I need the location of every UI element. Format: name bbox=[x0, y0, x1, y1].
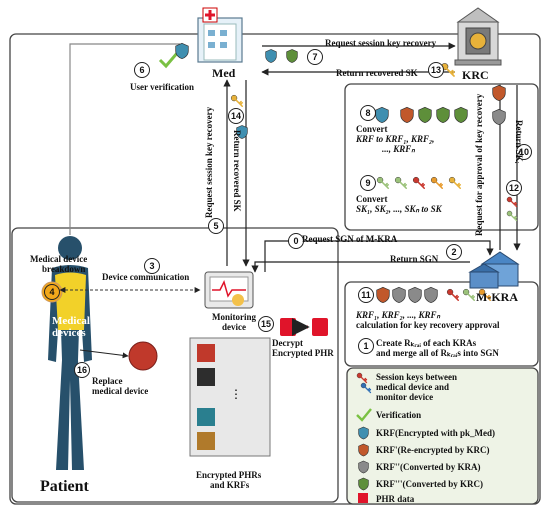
legend-phr: PHR data bbox=[376, 494, 415, 504]
return-sk-vert-label: Return recovered SK bbox=[232, 130, 242, 212]
legend-krf: KRF(Encrypted with pk_Med) bbox=[376, 428, 495, 438]
encrypted-phrs-label-2: and KRFs bbox=[210, 480, 250, 490]
step-14: 14 bbox=[228, 108, 244, 124]
monitoring-title: Monitoring device bbox=[212, 312, 256, 332]
create-label-1: Create Rₖᵣₐᵢ of each KRAs bbox=[376, 338, 477, 348]
breakdown-label-1: Medical device bbox=[30, 254, 88, 264]
shield-green-icon bbox=[286, 49, 298, 63]
convert-krf-label-1: Convert bbox=[356, 124, 388, 134]
medical-devices-label-2: devices bbox=[52, 327, 86, 339]
breakdown-label-2: breakdown bbox=[42, 264, 86, 274]
return-sk-label: Return recovered SK bbox=[336, 68, 418, 78]
check-icon bbox=[158, 51, 180, 69]
legend-krf-double-prime: KRF''(Converted by KRA) bbox=[376, 462, 481, 472]
krf-calc-icons bbox=[376, 286, 492, 304]
convert-sk-label-2: SK₁, SK₂, ..., SKₙ to SK bbox=[356, 204, 442, 214]
legend-krf-triple-prime: KRF'''(Converted by KRC) bbox=[376, 479, 483, 489]
request-sgn-arrow bbox=[264, 240, 494, 272]
mkra-icon bbox=[468, 251, 520, 289]
step-1: 1 bbox=[358, 338, 374, 354]
step-3: 3 bbox=[144, 258, 160, 274]
medical-devices-label-1: Medical bbox=[52, 315, 90, 327]
return-sgn-arrow bbox=[251, 261, 470, 273]
step-4: 4 bbox=[44, 284, 60, 300]
krf-calc-label-1: KRF₁, KRF₂, ..., KRFₙ bbox=[356, 310, 441, 320]
user-verification-label: User verification bbox=[130, 82, 195, 92]
step-9: 9 bbox=[360, 175, 376, 191]
krf-convert-icons bbox=[375, 106, 468, 124]
step-5: 5 bbox=[208, 218, 224, 234]
request-sgn-label: Request SGN of M-KRA bbox=[302, 234, 398, 244]
convert-sk-label-1: Convert bbox=[356, 194, 388, 204]
svg-text:⋮: ⋮ bbox=[230, 387, 242, 401]
replace-label-1: Replace bbox=[92, 376, 123, 386]
step-6: 6 bbox=[134, 62, 150, 78]
step-12: 12 bbox=[506, 180, 522, 196]
med-title: Med bbox=[212, 66, 236, 80]
convert-krf-label-3: ..., KRFₙ bbox=[382, 144, 415, 154]
patient-figure bbox=[48, 236, 92, 470]
sk-convert-icons bbox=[376, 176, 462, 190]
mkra-panel bbox=[344, 281, 539, 367]
replace-label-2: medical device bbox=[92, 386, 149, 396]
step-0: 0 bbox=[288, 233, 304, 249]
hospital-icon bbox=[197, 7, 243, 63]
step-7: 7 bbox=[307, 49, 323, 65]
heart-device-icon bbox=[128, 341, 158, 371]
body-highlight bbox=[55, 272, 86, 330]
key-icon bbox=[230, 94, 244, 108]
legend-krf-prime: KRF'(Re-encrypted by KRC) bbox=[376, 445, 490, 455]
create-label-2: and merge all of Rₖᵣₐᵢs into SGN bbox=[376, 348, 499, 358]
phr-rows: ⋮ bbox=[197, 344, 242, 450]
verification-line bbox=[69, 43, 180, 235]
decrypt-label-2: Encrypted PHR bbox=[272, 348, 334, 358]
shield-blue-icon bbox=[265, 49, 277, 63]
step-2: 2 bbox=[446, 244, 462, 260]
legend-session-keys: Session keys between medical device and … bbox=[376, 372, 458, 402]
decrypt-label-1: Decrypt bbox=[272, 338, 303, 348]
step-13: 13 bbox=[428, 62, 444, 78]
shield-blue-icon bbox=[175, 42, 189, 60]
convert-krf-label-2: KRF to KRF₁, KRF₂, bbox=[356, 134, 435, 144]
replace-arrow bbox=[79, 349, 129, 359]
request-approval-label: Request for approval of key recovery bbox=[474, 93, 484, 236]
step-16: 16 bbox=[74, 362, 90, 378]
return-ski-label: Return SKᵢ bbox=[514, 120, 524, 164]
krc-panel bbox=[344, 83, 539, 231]
legend-verification: Verification bbox=[376, 410, 422, 420]
patient-panel bbox=[11, 227, 339, 503]
return-sgn-label: Return SGN bbox=[390, 254, 439, 264]
legend-icons bbox=[356, 372, 372, 503]
decrypt-icon bbox=[280, 318, 328, 336]
step-15: 15 bbox=[258, 316, 274, 332]
device-comm-label: Device communication bbox=[102, 272, 190, 282]
encrypted-phrs-label-1: Encrypted PHRs bbox=[196, 470, 262, 480]
step-11: 11 bbox=[358, 287, 374, 303]
monitor-icon bbox=[204, 271, 254, 309]
bank-icon bbox=[454, 7, 502, 66]
mkra-title: M-KRA bbox=[476, 290, 518, 304]
request-recovery-vert-label: Request session key recovery bbox=[204, 106, 214, 218]
step-8: 8 bbox=[360, 105, 376, 121]
step-10: 10 bbox=[516, 144, 532, 160]
legend-panel bbox=[346, 367, 539, 505]
outer-frame bbox=[9, 33, 541, 505]
krf-calc-label-2: calculation for key recovery approval bbox=[356, 320, 500, 330]
request-recovery-label: Request session key recovery bbox=[325, 38, 437, 48]
krc-side-icons bbox=[492, 84, 518, 222]
krc-title: KRC bbox=[462, 68, 489, 82]
patient-title: Patient bbox=[40, 478, 89, 495]
